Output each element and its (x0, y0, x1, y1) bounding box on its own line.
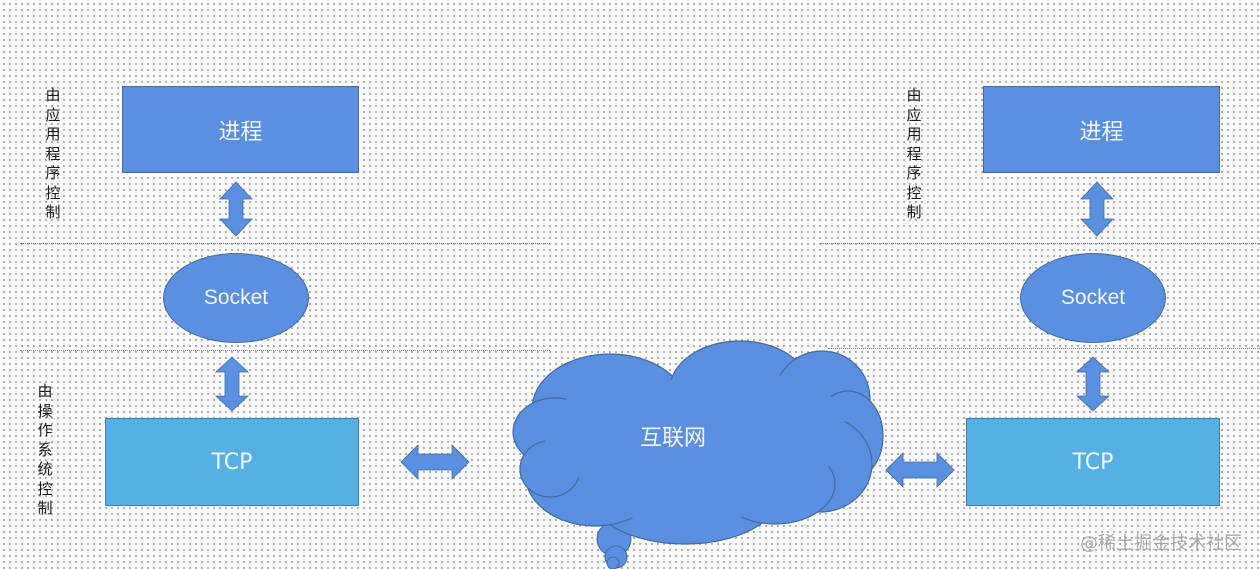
left-os-control-label: 由操作系统控制 (37, 382, 53, 517)
left-socket-label: Socket (203, 286, 269, 309)
right-app-control-label: 由应用程序控制 (906, 86, 922, 221)
left-process-label: 进程 (218, 119, 263, 145)
internet-right-tcp-arrow-icon (885, 452, 955, 488)
left-tcp-box: TCP (105, 418, 359, 506)
internet-cloud-icon (512, 340, 884, 569)
watermark: @稀土掘金技术社区 (1080, 533, 1242, 554)
left-os-layer-divider (20, 350, 550, 351)
left-tcp-label: TCP (211, 449, 253, 475)
left-process-box: 进程 (122, 86, 359, 173)
left-app-layer-divider (20, 243, 550, 244)
right-process-label: 进程 (1079, 119, 1124, 145)
right-process-socket-arrow-icon (1080, 181, 1114, 237)
left-tcp-internet-arrow-icon (400, 444, 470, 480)
left-app-control-label: 由应用程序控制 (45, 86, 61, 221)
right-socket-label: Socket (1060, 286, 1126, 309)
right-socket-ellipse: Socket (1020, 253, 1166, 343)
left-socket-ellipse: Socket (163, 253, 309, 343)
internet-label: 互联网 (640, 426, 707, 451)
right-tcp-label: TCP (1072, 449, 1114, 475)
left-process-socket-arrow-icon (219, 181, 253, 237)
right-tcp-box: TCP (966, 418, 1220, 506)
right-socket-tcp-arrow-icon (1075, 356, 1111, 412)
right-process-box: 进程 (983, 86, 1220, 173)
right-os-layer-divider (828, 348, 1260, 349)
left-socket-tcp-arrow-icon (214, 356, 250, 412)
right-app-layer-divider (820, 243, 1260, 244)
